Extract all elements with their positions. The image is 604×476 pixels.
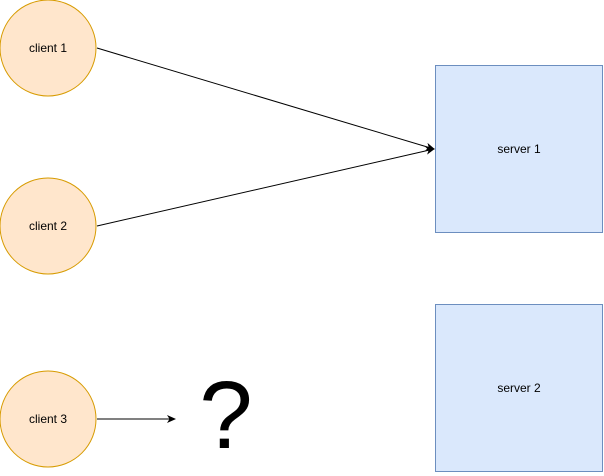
server-shape bbox=[435, 304, 603, 472]
server-node-1[interactable]: server 1 bbox=[435, 65, 603, 233]
server-label: server 1 bbox=[497, 142, 541, 156]
client-node-1[interactable]: client 1 bbox=[0, 0, 97, 97]
edge-client1-server1 bbox=[96, 47, 435, 151]
edge-client2-server1 bbox=[96, 146, 435, 227]
client-shape bbox=[0, 370, 97, 468]
server-label: server 2 bbox=[497, 381, 541, 395]
client-shape bbox=[0, 177, 97, 275]
client-node-2[interactable]: client 2 bbox=[0, 177, 97, 275]
question-mark: ? bbox=[199, 362, 252, 469]
client-label: client 1 bbox=[29, 41, 67, 55]
client-node-3[interactable]: client 3 bbox=[0, 370, 97, 468]
client-label: client 2 bbox=[29, 219, 67, 233]
client-label: client 3 bbox=[29, 412, 67, 426]
server-node-2[interactable]: server 2 bbox=[435, 304, 603, 472]
client-shape bbox=[0, 0, 97, 97]
server-shape bbox=[435, 65, 603, 233]
